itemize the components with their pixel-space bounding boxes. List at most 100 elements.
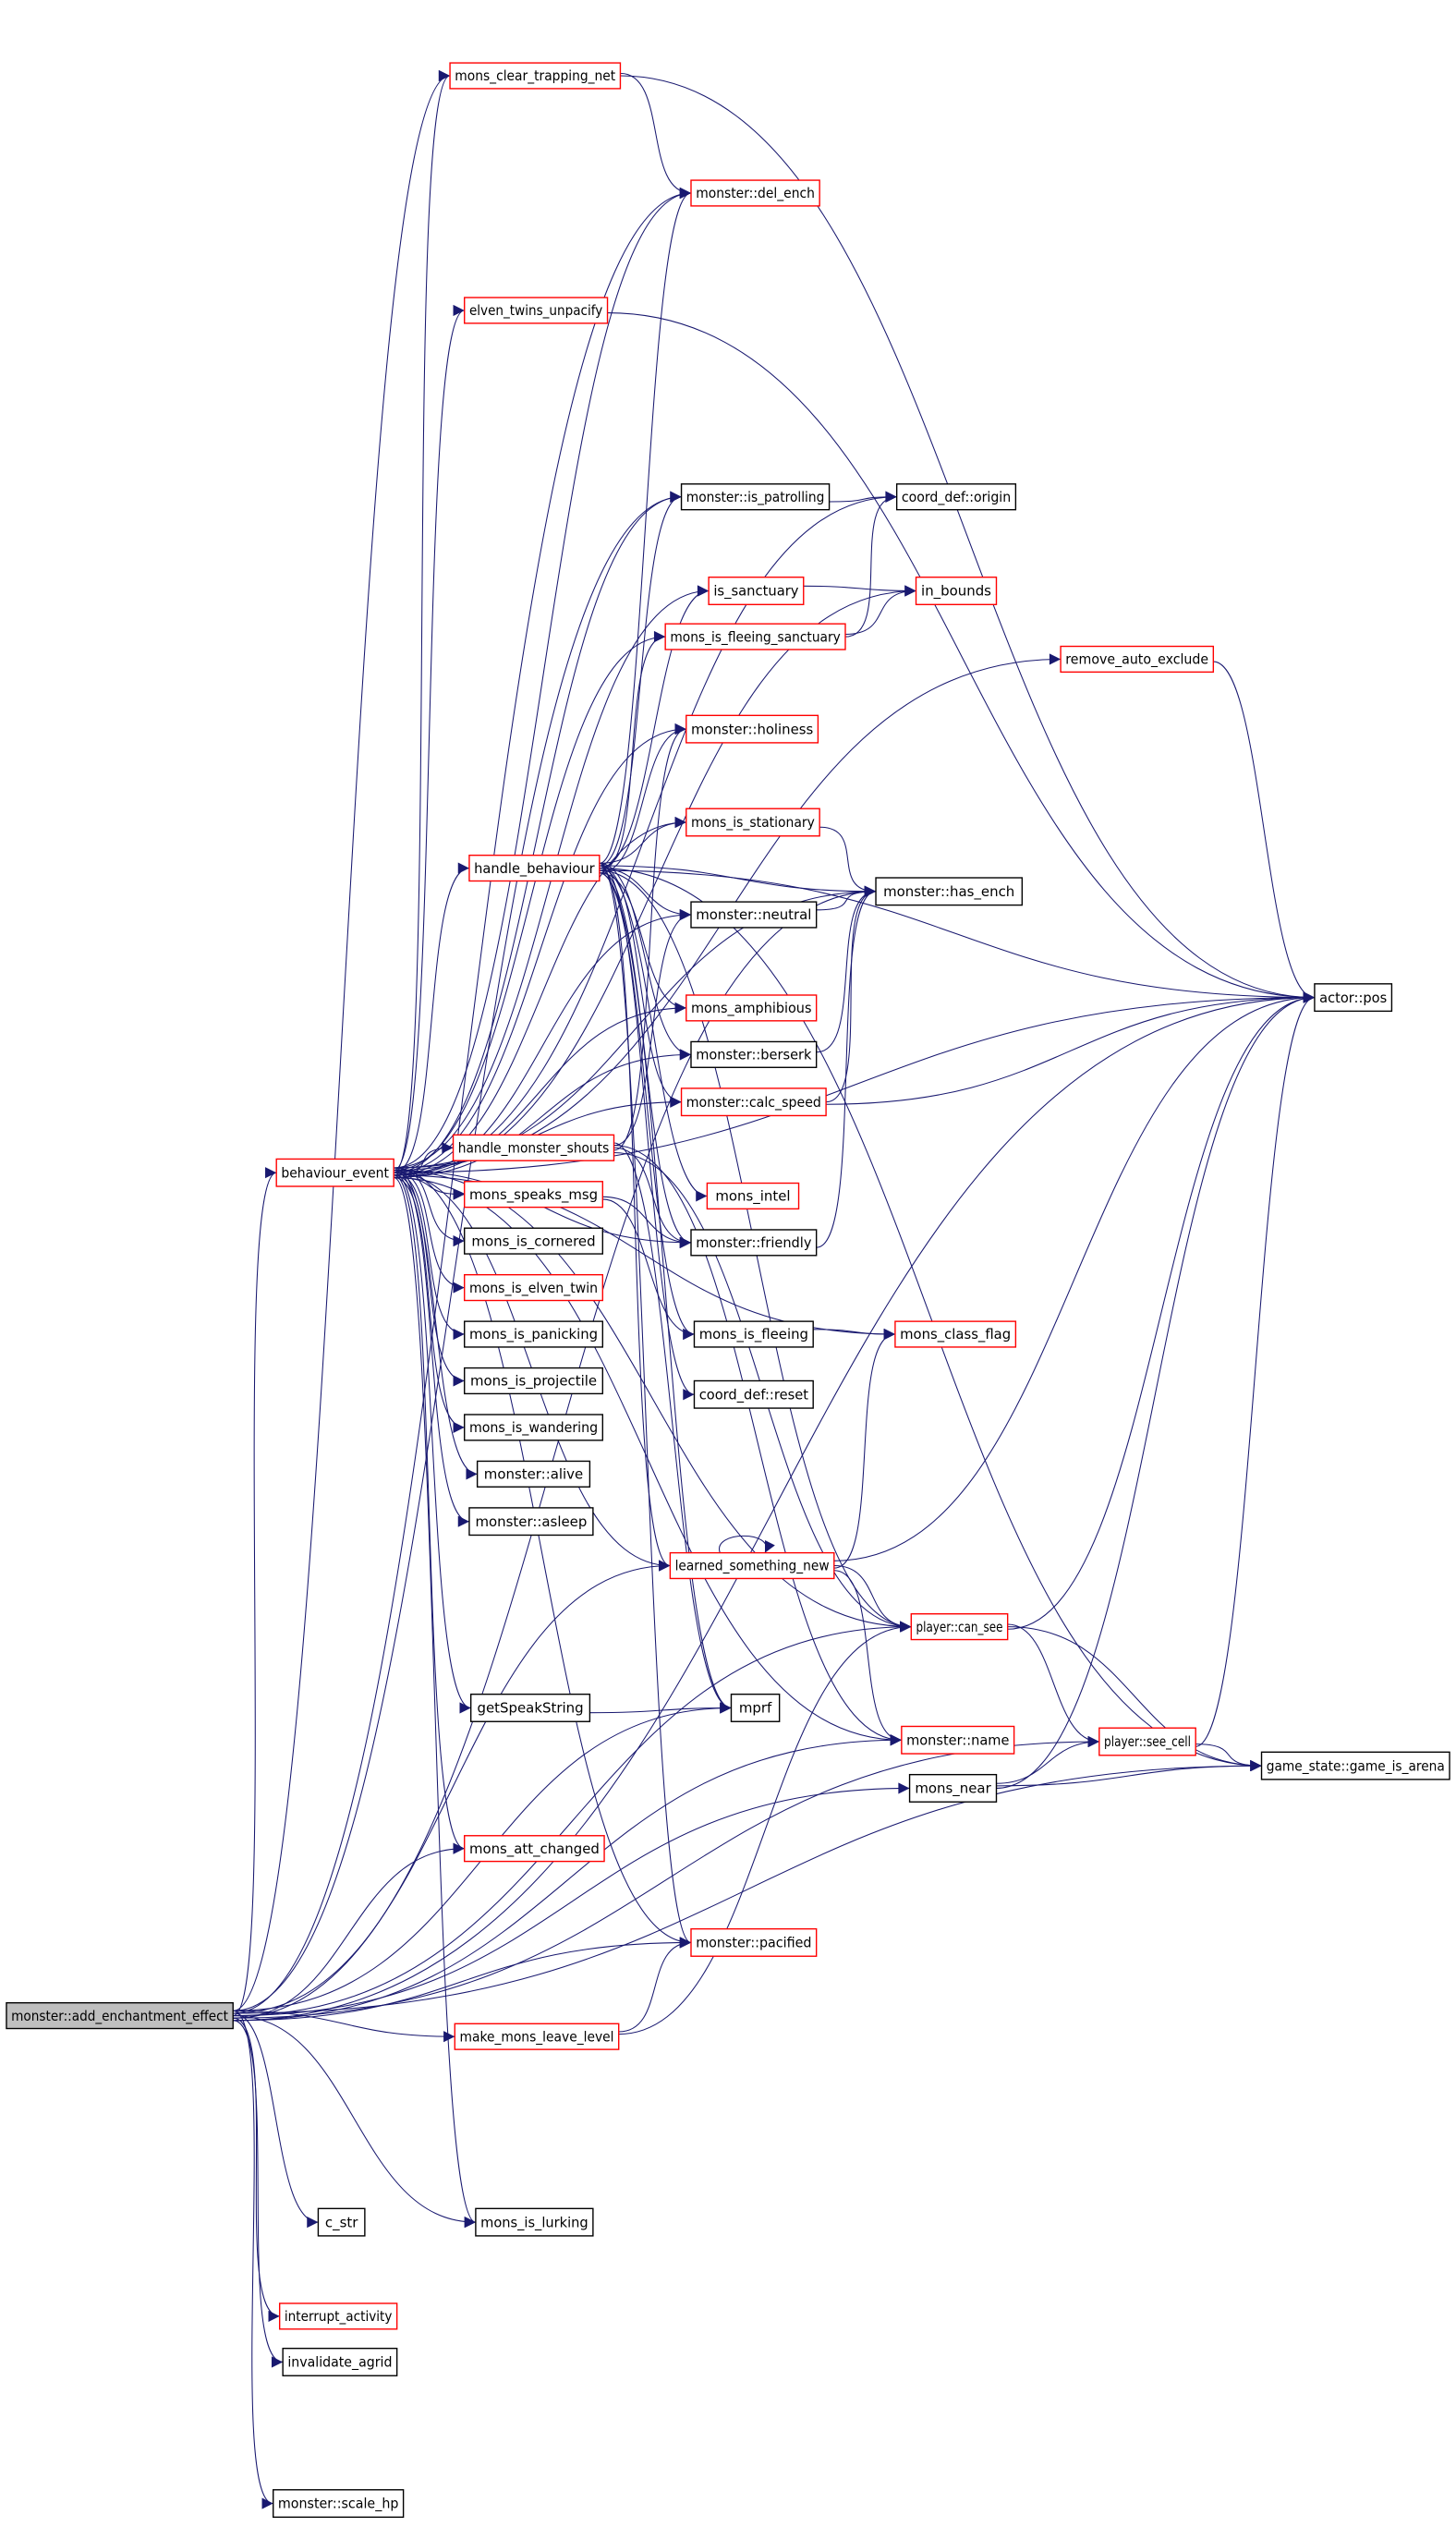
node-label: mons_is_fleeing	[699, 1326, 808, 1342]
node-alive[interactable]: monster::alive	[476, 1460, 591, 1488]
node-sanct[interactable]: is_sanctuary	[708, 577, 805, 605]
node-label: player::can_see	[916, 1619, 1003, 1635]
node-neutral[interactable]: monster::neutral	[690, 901, 818, 929]
node-box	[686, 808, 820, 837]
edge-mmll-to-cansee	[618, 1621, 912, 2035]
node-label: actor::pos	[1319, 990, 1387, 1006]
node-msm[interactable]: mons_speaks_msg	[464, 1181, 604, 1209]
node-holi[interactable]: monster::holiness	[686, 714, 819, 744]
node-box	[690, 179, 820, 207]
node-label: remove_auto_exclude	[1065, 651, 1208, 668]
node-flee[interactable]: mons_is_fleeing	[693, 1320, 814, 1348]
edge-root-to-mmll	[233, 2010, 455, 2043]
edge-be-to-asleep	[394, 1170, 469, 1527]
node-friendly[interactable]: monster::friendly	[690, 1229, 818, 1257]
node-label: make_mons_leave_level	[460, 2028, 614, 2045]
edge-hb-to-berserk	[599, 862, 691, 1061]
node-etu[interactable]: elven_twins_unpacify	[464, 297, 609, 324]
node-rae[interactable]: remove_auto_exclude	[1060, 645, 1215, 674]
node-label: mons_att_changed	[469, 1841, 600, 1857]
edge-mifs-to-inb	[844, 585, 916, 636]
node-near[interactable]: mons_near	[908, 1773, 998, 1803]
node-label: monster::berserk	[696, 1047, 812, 1063]
node-berserk[interactable]: monster::berserk	[690, 1040, 818, 1068]
node-mprf[interactable]: mprf	[730, 1693, 781, 1722]
node-twin[interactable]: mons_is_elven_twin	[464, 1273, 604, 1302]
node-origin[interactable]: coord_def::origin	[895, 483, 1017, 511]
node-panic[interactable]: mons_is_panicking	[464, 1320, 604, 1348]
edge-be-to-origin	[394, 491, 897, 1176]
node-stat[interactable]: mons_is_stationary	[686, 808, 820, 837]
node-lsn[interactable]: learned_something_new	[669, 1551, 835, 1580]
node-label: handle_monster_shouts	[458, 1139, 610, 1156]
node-patrol[interactable]: monster::is_patrolling	[680, 483, 831, 511]
node-label: mons_speaks_msg	[469, 1186, 598, 1203]
edge-lsn-to-lsn	[719, 1535, 775, 1553]
node-label: monster::friendly	[696, 1234, 811, 1251]
edge-root-to-be	[233, 1167, 277, 2017]
node-be[interactable]: behaviour_event	[275, 1158, 394, 1187]
edge-root-to-lsn	[233, 1560, 671, 2014]
node-gss[interactable]: getSpeakString	[469, 1693, 591, 1722]
node-box	[464, 1273, 604, 1302]
node-hasench[interactable]: monster::has_ench	[875, 877, 1024, 906]
node-agrid[interactable]: invalidate_agrid	[282, 2347, 398, 2376]
edge-hb-to-mprf	[599, 872, 732, 1714]
node-cansee[interactable]: player::can_see	[910, 1613, 1009, 1641]
node-box	[690, 901, 818, 929]
node-mmll[interactable]: make_mons_leave_level	[454, 2023, 620, 2050]
node-arena[interactable]: game_state::game_is_arena	[1260, 1751, 1450, 1780]
edge-be-to-del	[394, 187, 691, 1169]
edge-hb-to-intel	[599, 868, 708, 1202]
node-pos[interactable]: actor::pos	[1314, 983, 1393, 1013]
edge-be-to-hb	[394, 862, 469, 1173]
node-attch[interactable]: mons_att_changed	[464, 1835, 605, 1863]
node-lurk[interactable]: mons_is_lurking	[475, 2207, 594, 2237]
node-box	[669, 1551, 835, 1580]
edge-hms-to-holi	[613, 723, 686, 1151]
node-name[interactable]: monster::name	[901, 1725, 1015, 1755]
node-cstr[interactable]: c_str	[317, 2207, 366, 2237]
edge-hb-to-holi	[599, 723, 686, 874]
node-label: in_bounds	[921, 583, 991, 600]
node-asleep[interactable]: monster::asleep	[468, 1507, 594, 1537]
edge-lsn-to-pos	[833, 991, 1315, 1561]
node-hms[interactable]: handle_monster_shouts	[452, 1134, 615, 1161]
edge-hb-to-lsn	[599, 865, 671, 1572]
node-mifs[interactable]: mons_is_fleeing_sanctuary	[664, 623, 846, 650]
node-del[interactable]: monster::del_ench	[690, 179, 820, 207]
node-cflag[interactable]: mons_class_flag	[894, 1320, 1017, 1348]
node-pacified[interactable]: monster::pacified	[690, 1927, 818, 1957]
edge-root-to-agrid	[233, 2020, 284, 2368]
node-label: monster::name	[906, 1731, 1009, 1748]
edge-near-to-arena	[996, 1760, 1262, 1787]
node-interrupt[interactable]: interrupt_activity	[278, 2302, 398, 2330]
node-corner[interactable]: mons_is_cornered	[464, 1227, 604, 1255]
node-intel[interactable]: mons_intel	[706, 1182, 800, 1210]
node-scalehp[interactable]: monster::scale_hp	[273, 2489, 405, 2519]
node-label: monster::has_ench	[883, 883, 1014, 900]
node-box	[464, 1835, 605, 1863]
node-inb[interactable]: in_bounds	[915, 577, 998, 605]
edge-root-to-attch	[233, 1842, 465, 2019]
node-box	[464, 1227, 604, 1255]
node-proj[interactable]: mons_is_projectile	[464, 1367, 604, 1395]
node-box	[464, 1414, 604, 1441]
node-hb[interactable]: handle_behaviour	[468, 854, 601, 882]
node-box	[686, 714, 819, 744]
edge-root-to-del	[233, 187, 691, 2014]
node-label: invalidate_agrid	[287, 2354, 392, 2371]
edge-calc-to-hasench	[826, 885, 877, 1103]
node-wander[interactable]: mons_is_wandering	[464, 1414, 604, 1441]
edge-lsn-to-cansee	[833, 1565, 912, 1633]
node-calc[interactable]: monster::calc_speed	[680, 1087, 827, 1117]
node-mctn[interactable]: mons_clear_trapping_net	[449, 62, 622, 90]
edge-root-to-near	[233, 1782, 910, 2017]
node-amph[interactable]: mons_amphibious	[686, 994, 818, 1022]
edge-root-to-arena	[233, 1760, 1262, 2014]
node-seecell[interactable]: player::see_cell	[1098, 1727, 1196, 1756]
node-reset[interactable]: coord_def::reset	[693, 1379, 814, 1409]
node-box	[464, 1367, 604, 1395]
node-root[interactable]: monster::add_enchantment_effect	[6, 2001, 234, 2030]
